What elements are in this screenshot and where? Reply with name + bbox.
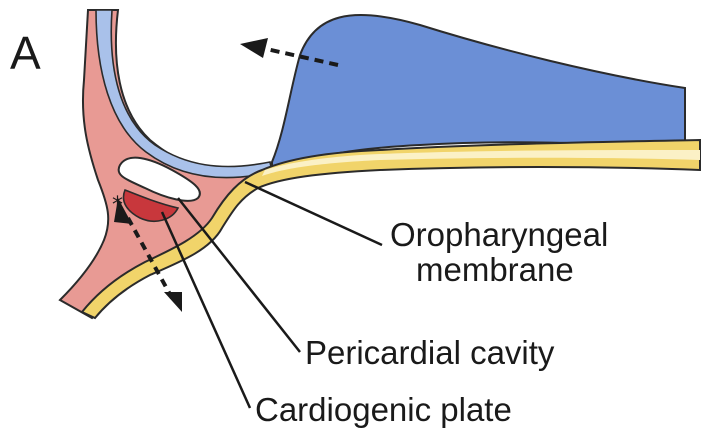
oropharyngeal-label-line2: membrane [390, 253, 608, 288]
oropharyngeal-leader [245, 182, 382, 245]
oropharyngeal-label-line1: Oropharyngeal [390, 218, 608, 253]
cardiogenic-plate-label: Cardiogenic plate [255, 393, 512, 428]
oropharyngeal-membrane-label: Oropharyngeal membrane [390, 218, 608, 287]
pericardial-leader [178, 198, 300, 352]
pericardial-cavity-label: Pericardial cavity [305, 336, 554, 371]
panel-letter: A [10, 30, 41, 76]
